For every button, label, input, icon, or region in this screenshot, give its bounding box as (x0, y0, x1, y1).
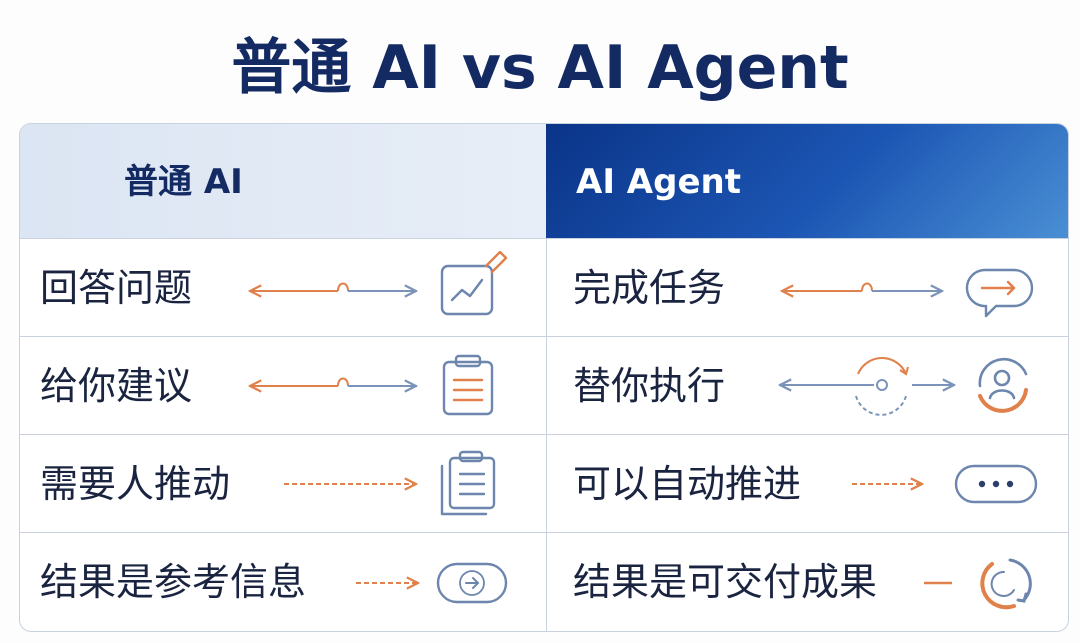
header-normal-ai: 普通 AI (20, 124, 546, 238)
row-divider (20, 434, 1068, 435)
clipboard-icon (442, 354, 494, 416)
document-stack-icon (440, 450, 496, 516)
user-cycle-icon (978, 357, 1028, 413)
row-divider (20, 532, 1068, 533)
page-title: 普通 AI vs AI Agent (231, 33, 849, 103)
row-3-left-text: 需要人推动 (40, 462, 231, 506)
speech-arrow-icon (965, 268, 1034, 318)
row-1-right-connector (782, 282, 942, 292)
row-4-right-text: 结果是可交付成果 (573, 560, 878, 604)
comparison-table: 普通 AI AI Agent 回答问题 完成任务 给你建议 替你执行 需要人推动… (19, 123, 1069, 632)
row-divider (20, 336, 1068, 337)
ellipsis-bubble-icon (954, 464, 1038, 504)
checklist-chart-icon (440, 250, 508, 316)
row-4-left-text: 结果是参考信息 (40, 560, 307, 604)
refresh-cycle-icon (980, 558, 1032, 610)
arrow-pill-icon (436, 562, 508, 604)
header-normal-ai-label: 普通 AI (124, 162, 243, 202)
row-1-left-connector (250, 282, 416, 292)
row-3-right-text: 可以自动推进 (573, 462, 802, 506)
header-ai-agent: AI Agent (546, 124, 1068, 238)
row-1-right-text: 完成任务 (573, 266, 726, 310)
row-2-left-connector (250, 377, 416, 387)
row-2-left-text: 给你建议 (40, 364, 193, 408)
connector-and-icon-layer (20, 250, 1038, 610)
row-2-right-text: 替你执行 (573, 364, 726, 408)
row-divider (20, 238, 1068, 239)
row-2-right-connector (780, 357, 954, 416)
row-1-left-text: 回答问题 (40, 266, 193, 310)
header-ai-agent-label: AI Agent (576, 162, 741, 202)
